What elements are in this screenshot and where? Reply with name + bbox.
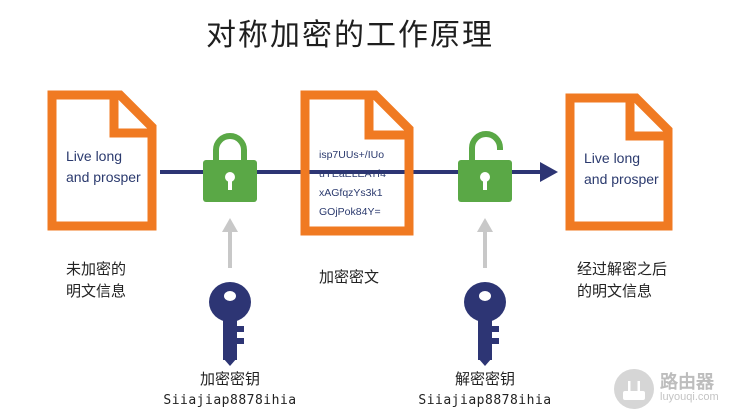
encrypt-key-caption: 加密密钥 Siiajiap8878ihia <box>150 368 310 412</box>
watermark: 路由器 luyouqi.com <box>610 366 730 412</box>
ciphertext-document-icon <box>300 90 414 236</box>
plaintext-caption-line-1: 未加密的 <box>66 260 127 278</box>
plaintext-caption: 未加密的 明文信息 <box>66 258 126 302</box>
decrypt-key-arrow <box>477 218 493 268</box>
plaintext-document-icon <box>47 90 157 231</box>
plaintext-caption-line-2: 明文信息 <box>66 282 127 300</box>
router-icon <box>614 369 654 409</box>
decrypted-caption-line-2: 的明文信息 <box>577 282 653 300</box>
ciphertext-line-1: isp7UUs+/IUo <box>319 149 385 161</box>
decrypted-caption-line-1: 经过解密之后 <box>577 260 668 278</box>
decrypted-doc-text: Live long and prosper <box>584 148 659 190</box>
decrypt-key-label: 解密密钥 <box>454 370 515 388</box>
locked-padlock-icon <box>203 133 257 202</box>
plaintext-line-1: Live long <box>66 148 123 164</box>
ciphertext-line-2: uYEaELEATf4 <box>319 168 386 180</box>
encrypt-key-code: Siiajiap8878ihia <box>163 393 297 408</box>
decrypted-document-icon <box>565 93 673 231</box>
unlocked-padlock-icon <box>458 131 512 202</box>
decrypt-key-caption: 解密密钥 Siiajiap8878ihia <box>405 368 565 412</box>
decrypted-line-2: and prosper <box>584 171 659 187</box>
flow-arrowhead <box>540 162 558 182</box>
encrypt-key-icon <box>209 282 251 366</box>
ciphertext-line-3: xAGfqzYs3k1 <box>319 187 383 199</box>
plaintext-doc-text: Live long and prosper <box>66 146 141 188</box>
decrypt-key-code: Siiajiap8878ihia <box>418 393 552 408</box>
decrypt-key-icon <box>464 282 506 366</box>
ciphertext-caption: 加密密文 <box>319 268 380 286</box>
encrypt-key-label: 加密密钥 <box>199 370 260 388</box>
decrypted-line-1: Live long <box>584 150 641 166</box>
ciphertext-line-4: GOjPok84Y= <box>319 206 381 218</box>
watermark-name: 路由器 <box>660 372 714 393</box>
decrypted-caption: 经过解密之后 的明文信息 <box>577 258 667 302</box>
watermark-url: luyouqi.com <box>660 391 719 403</box>
plaintext-line-2: and prosper <box>66 169 141 185</box>
ciphertext-doc-text: isp7UUs+/IUo uYEaELEATf4 xAGfqzYs3k1 GOj… <box>319 146 386 222</box>
diagram-title: 对称加密的工作原理 <box>206 18 494 53</box>
encrypt-key-arrow <box>222 218 238 268</box>
